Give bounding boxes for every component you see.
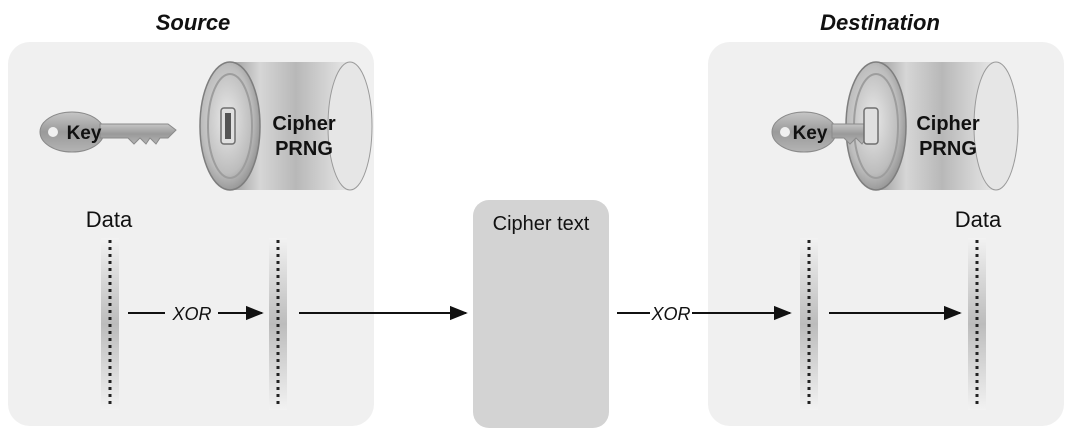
destination-cipher-label-line2: PRNG bbox=[919, 138, 977, 160]
destination-xor-label: XOR bbox=[650, 304, 690, 324]
source-xor-label: XOR bbox=[171, 304, 211, 324]
destination-cipher-label-line1: Cipher bbox=[916, 113, 980, 135]
destination-data-label: Data bbox=[955, 207, 1002, 232]
source-cipher-label-line2: PRNG bbox=[275, 138, 333, 160]
destination-keystream bbox=[800, 238, 818, 410]
source-data-stream bbox=[101, 238, 119, 410]
destination-key-label: Key bbox=[793, 123, 828, 144]
cipher-text-label: Cipher text bbox=[493, 213, 590, 235]
cipher-prng-cylinder-icon bbox=[199, 61, 373, 191]
source-title: Source bbox=[156, 10, 231, 35]
source-keystream bbox=[269, 238, 287, 410]
destination-data-stream bbox=[968, 238, 986, 410]
destination-title: Destination bbox=[820, 10, 940, 35]
source-key-label: Key bbox=[67, 123, 102, 144]
cipher-text-box bbox=[473, 200, 609, 428]
dest-key-icon bbox=[771, 107, 879, 153]
key-icon bbox=[39, 111, 177, 153]
source-data-label: Data bbox=[86, 207, 133, 232]
source-cipher-label-line1: Cipher bbox=[272, 113, 336, 135]
